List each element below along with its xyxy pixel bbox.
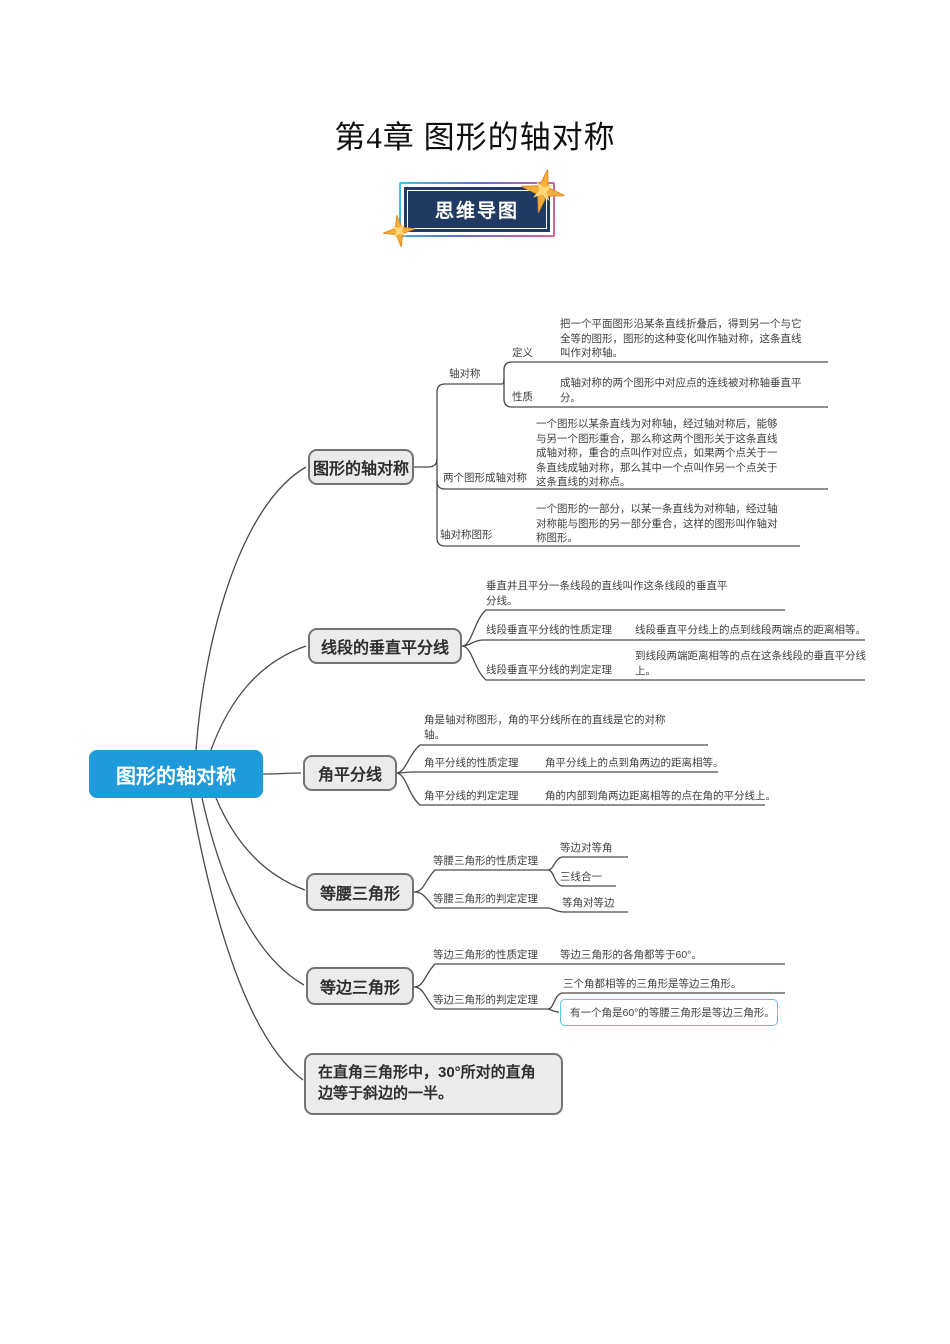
leaf-text-equal-angles-equal-sides: 等角对等边 bbox=[562, 897, 615, 909]
leaf-text-symmetric-figure: 一个图形的一部分，以某一条直线为对称轴，经过轴 对称能与图形的另一部分重合，这样… bbox=[536, 503, 778, 544]
leaf-label-equilateral-judgment-theorem: 等边三角形的判定定理 bbox=[433, 994, 538, 1006]
mindmap-root-node: 图形的轴对称 bbox=[89, 750, 263, 798]
star-icon bbox=[382, 214, 416, 248]
branch-node-perpendicular-bisector: 线段的垂直平分线 bbox=[308, 628, 462, 664]
badge-inner-frame: 思维导图 bbox=[401, 184, 553, 235]
leaf-label-angle-property-theorem: 角平分线的性质定理 bbox=[424, 757, 519, 769]
branch-node-isosceles-triangle: 等腰三角形 bbox=[306, 873, 414, 911]
leaf-text-60deg-isosceles: 有一个角是60°的等腰三角形是等边三角形。 bbox=[570, 1007, 775, 1019]
leaf-text-property: 成轴对称的两个图形中对应点的连线被对称轴垂直平 分。 bbox=[560, 377, 802, 404]
leaf-text-equal-sides-equal-angles: 等边对等角 bbox=[560, 842, 613, 854]
leaf-label-symmetric-figure: 轴对称图形 bbox=[440, 529, 493, 541]
leaf-text-two-figures-symmetric: 一个图形以某条直线为对称轴，经过轴对称后，能够 与另一个图形重合，那么称这两个图… bbox=[536, 418, 778, 488]
leaf-text-equilateral-angles-60: 等边三角形的各角都等于60°。 bbox=[560, 949, 702, 961]
star-icon bbox=[521, 169, 565, 213]
highlighted-leaf-60deg-isosceles: 有一个角是60°的等腰三角形是等边三角形。 bbox=[560, 999, 778, 1026]
leaf-label-axial-symmetry: 轴对称 bbox=[449, 368, 481, 380]
mindmap-badge: 思维导图 bbox=[399, 182, 555, 237]
leaf-text-definition: 把一个平面图形沿某条直线折叠后，得到另一个与它 全等的图形，图形的这种变化叫作轴… bbox=[560, 318, 802, 359]
leaf-label-bisector-judgment-theorem: 线段垂直平分线的判定定理 bbox=[486, 664, 612, 676]
leaf-label-bisector-property-theorem: 线段垂直平分线的性质定理 bbox=[486, 624, 612, 636]
leaf-label-property: 性质 bbox=[512, 391, 533, 403]
leaf-text-three-equal-angles: 三个角都相等的三角形是等边三角形。 bbox=[563, 978, 742, 990]
badge-panel: 思维导图 bbox=[404, 187, 550, 232]
branch-node-angle-bisector: 角平分线 bbox=[303, 755, 397, 791]
leaf-text-angle-symmetry: 角是轴对称图形，角的平分线所在的直线是它的对称 轴。 bbox=[424, 714, 666, 741]
leaf-label-equilateral-property-theorem: 等边三角形的性质定理 bbox=[433, 949, 538, 961]
leaf-text-bisector-judgment-theorem: 到线段两端距离相等的点在这条线段的垂直平分线 上。 bbox=[635, 650, 866, 677]
branch-node-equilateral-triangle: 等边三角形 bbox=[306, 967, 414, 1005]
leaf-label-definition: 定义 bbox=[512, 347, 533, 359]
badge-label: 思维导图 bbox=[434, 201, 519, 222]
leaf-label-angle-judgment-theorem: 角平分线的判定定理 bbox=[424, 790, 519, 802]
leaf-label-two-figures-symmetric: 两个图形成轴对称 bbox=[443, 472, 527, 484]
leaf-label-isosceles-judgment-theorem: 等腰三角形的判定定理 bbox=[433, 893, 538, 905]
leaf-label-isosceles-property-theorem: 等腰三角形的性质定理 bbox=[433, 855, 538, 867]
leaf-text-angle-judgment-theorem: 角的内部到角两边距离相等的点在角的平分线上。 bbox=[545, 790, 776, 802]
leaf-text-angle-property-theorem: 角平分线上的点到角两边的距离相等。 bbox=[545, 757, 724, 769]
leaf-text-three-lines-in-one: 三线合一 bbox=[560, 871, 602, 883]
leaf-text-bisector-property-theorem: 线段垂直平分线上的点到线段两端点的距离相等。 bbox=[635, 624, 866, 636]
leaf-text-bisector-definition: 垂直并且平分一条线段的直线叫作这条线段的垂直平 分线。 bbox=[486, 580, 728, 607]
branch-node-axial-symmetry: 图形的轴对称 bbox=[308, 449, 414, 485]
page-title: 第4章 图形的轴对称 bbox=[334, 120, 616, 155]
branch-node-right-triangle-30deg: 在直角三角形中，30°所对的直角 边等于斜边的一半。 bbox=[304, 1053, 563, 1115]
